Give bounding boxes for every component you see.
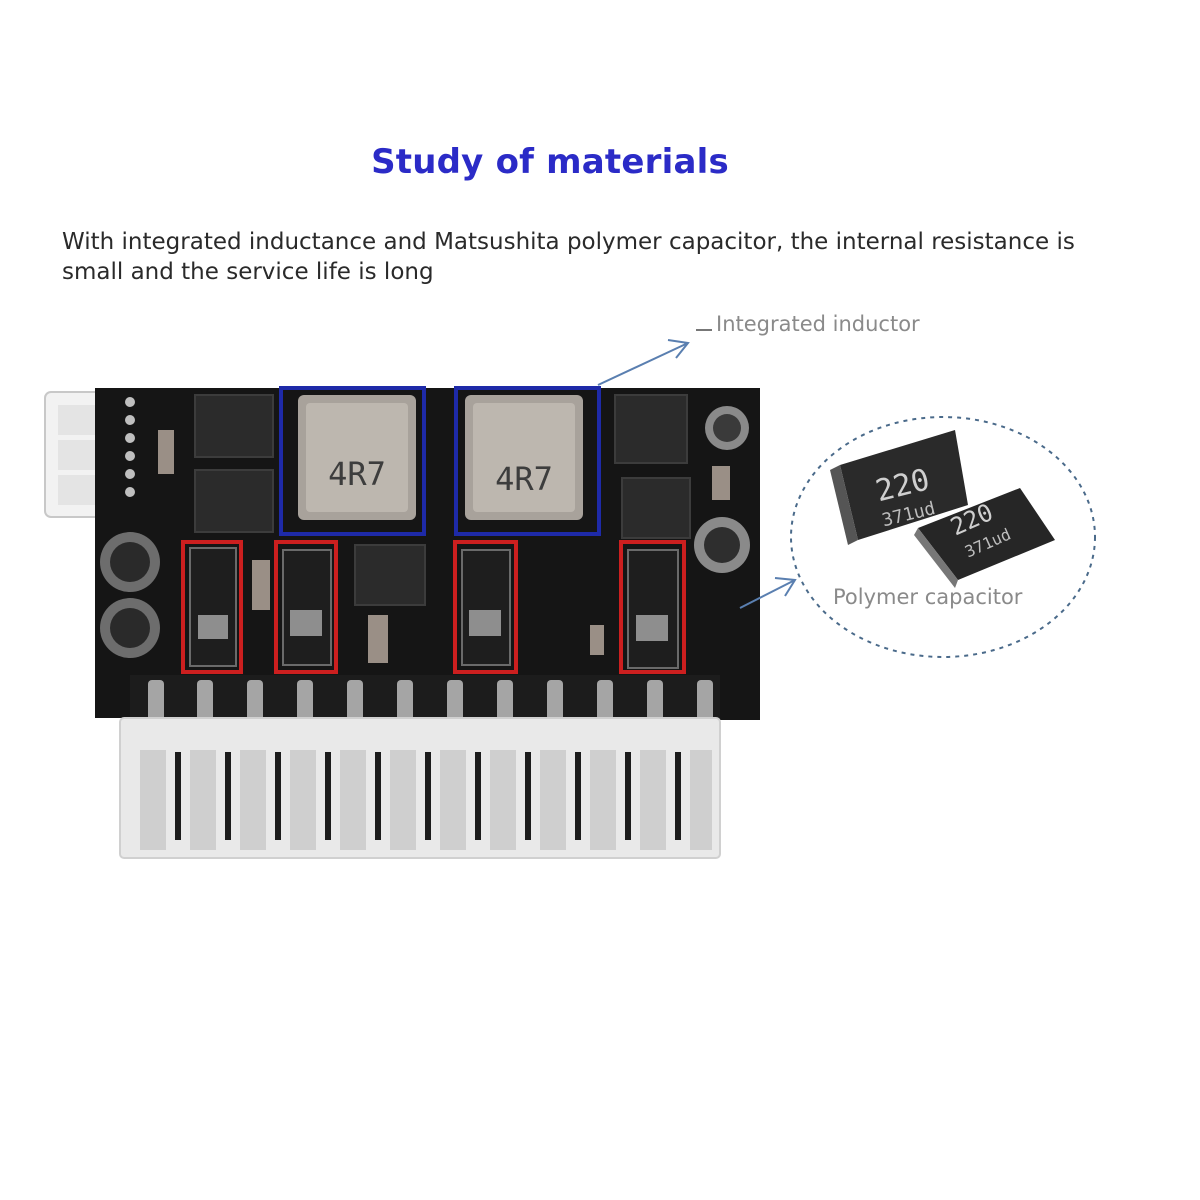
inductor-callout-label: Integrated inductor [716,312,920,336]
inductor-callout-arrow [597,329,712,386]
capacitor-chip-large: 220 371ud [830,430,968,545]
capacitor-callout-label: Polymer capacitor [833,585,1023,609]
description-text: With integrated inductance and Matsushit… [62,229,1075,285]
side-connector [44,391,106,518]
pcb-board: 4R7 4R7 [95,388,760,720]
capacitor-highlight-boxes [181,540,686,674]
inductor-left: 4R7 [298,395,416,520]
atx-24pin-connector [119,675,721,859]
inductor-right: 4R7 [465,395,583,520]
page-heading: Study of materials [371,142,729,182]
capacitor-callout: 220 371ud 220 371ud [739,416,1096,658]
inductor-highlight-boxes [279,386,601,536]
inductor-left-marking: 4R7 [328,455,386,493]
inductor-right-marking: 4R7 [495,460,553,498]
